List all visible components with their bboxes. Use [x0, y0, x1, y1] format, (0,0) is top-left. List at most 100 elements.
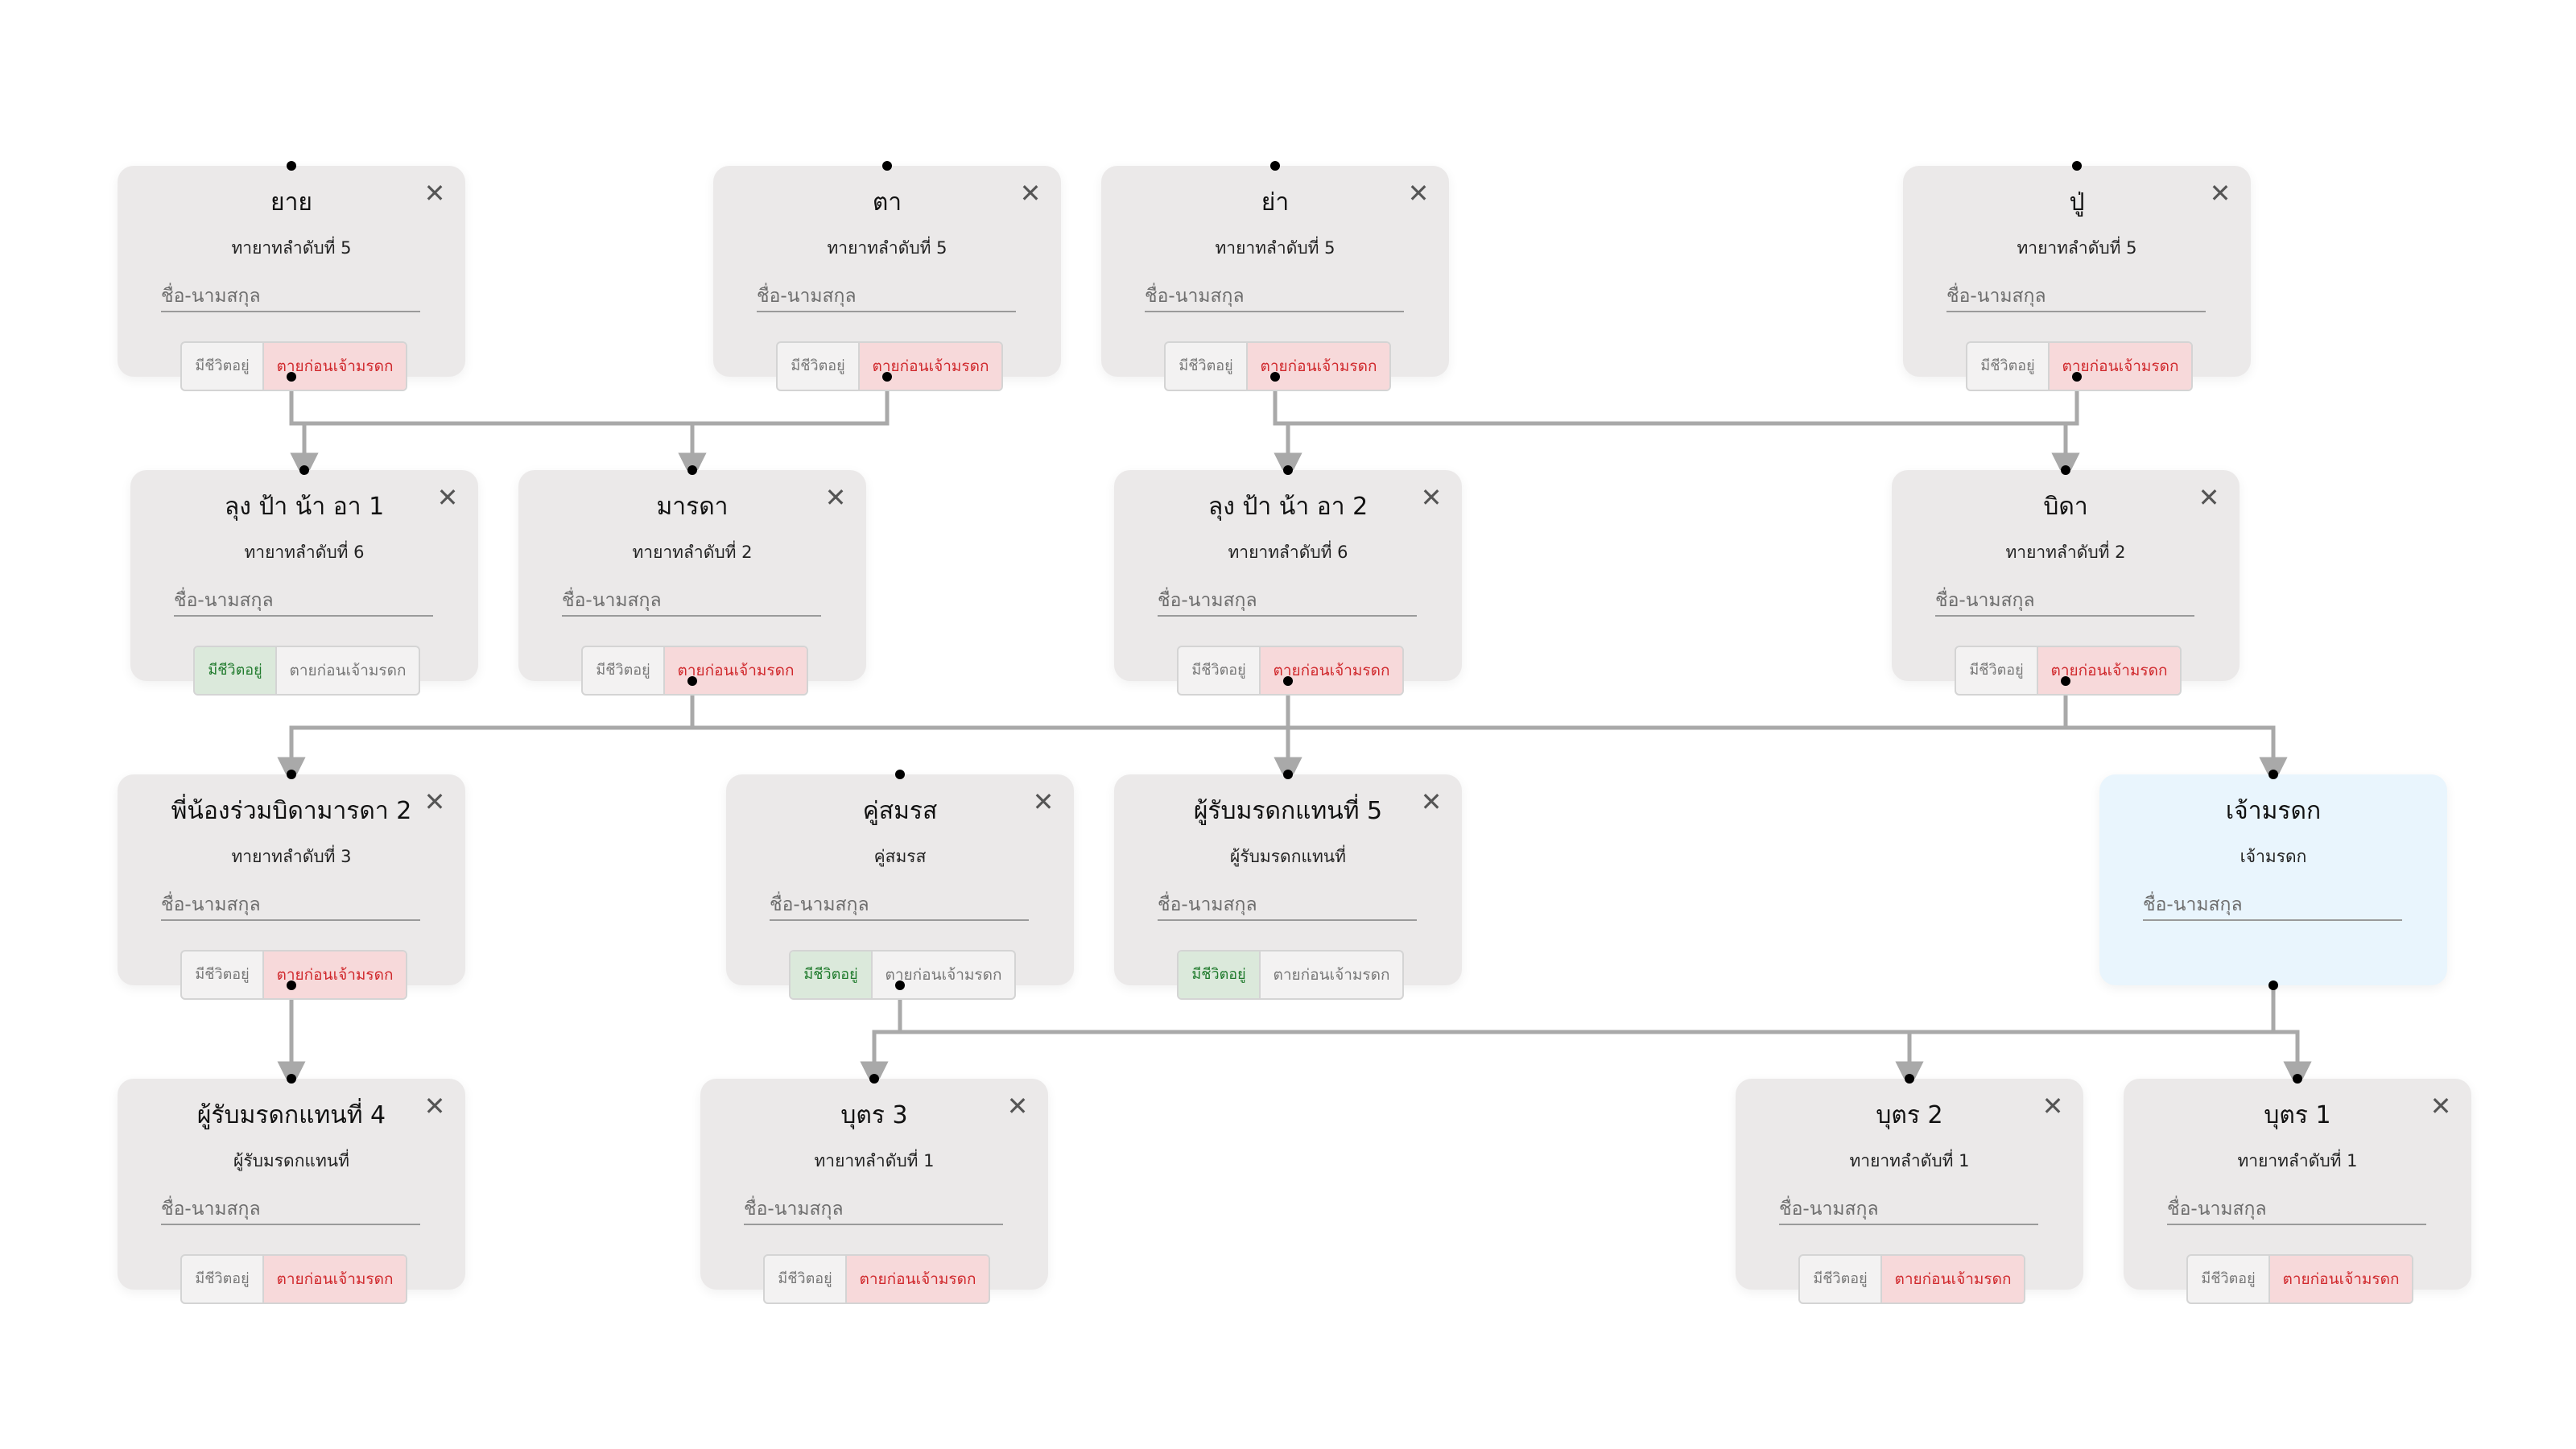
connector-dot[interactable]	[2072, 372, 2082, 382]
alive-option[interactable]: มีชีวิตอยู่	[1179, 952, 1261, 998]
connector-dot[interactable]	[882, 161, 892, 171]
name-input[interactable]	[770, 890, 1029, 921]
name-input[interactable]	[174, 586, 433, 617]
connector-dot[interactable]	[1905, 1074, 1914, 1084]
dead-before-owner-option[interactable]: ตายก่อนเจ้ามรดก	[264, 1256, 406, 1302]
connector-dot[interactable]	[287, 1074, 296, 1084]
close-icon[interactable]: ✕	[2429, 1091, 2452, 1121]
dead-before-owner-option[interactable]: ตายก่อนเจ้ามรดก	[2050, 343, 2191, 390]
name-input[interactable]	[161, 1195, 420, 1225]
close-icon[interactable]: ✕	[423, 786, 446, 817]
dead-before-owner-option[interactable]: ตายก่อนเจ้ามรดก	[665, 647, 807, 694]
dead-before-owner-option[interactable]: ตายก่อนเจ้ามรดก	[264, 343, 406, 390]
connector-dot[interactable]	[287, 770, 296, 779]
alive-option[interactable]: มีชีวิตอยู่	[778, 343, 860, 390]
name-input[interactable]	[2143, 890, 2402, 921]
name-input[interactable]	[1779, 1195, 2038, 1225]
close-icon[interactable]: ✕	[423, 178, 446, 208]
dead-before-owner-option[interactable]: ตายก่อนเจ้ามรดก	[1882, 1256, 2024, 1302]
dead-before-owner-option[interactable]: ตายก่อนเจ้ามรดก	[1273, 966, 1390, 984]
dead-before-owner-option[interactable]: ตายก่อนเจ้ามรดก	[860, 343, 1001, 390]
name-input[interactable]	[1158, 586, 1417, 617]
name-input[interactable]	[1935, 586, 2194, 617]
alive-option[interactable]: มีชีวิตอยู่	[182, 343, 264, 390]
close-icon[interactable]: ✕	[1420, 482, 1443, 513]
dead-before-owner-option[interactable]: ตายก่อนเจ้ามรดก	[1248, 343, 1389, 390]
connector-dot[interactable]	[1283, 676, 1293, 686]
alive-option[interactable]: มีชีวิตอยู่	[2188, 1256, 2270, 1302]
node-representative-4[interactable]: ผู้รับมรดกแทนที่ 4ผู้รับมรดกแทนที่✕มีชีว…	[118, 1079, 465, 1304]
dead-before-owner-option[interactable]: ตายก่อนเจ้ามรดก	[289, 662, 407, 679]
alive-option[interactable]: มีชีวิตอยู่	[1800, 1256, 1882, 1302]
alive-option[interactable]: มีชีวิตอยู่	[182, 1256, 264, 1302]
connector-dot[interactable]	[287, 980, 296, 990]
alive-option[interactable]: มีชีวิตอยู่	[583, 647, 665, 694]
alive-option[interactable]: มีชีวิตอยู่	[195, 647, 277, 694]
connector-dot[interactable]	[895, 980, 905, 990]
close-icon[interactable]: ✕	[1420, 786, 1443, 817]
close-icon[interactable]: ✕	[1407, 178, 1430, 208]
name-input[interactable]	[161, 282, 420, 312]
name-input[interactable]	[161, 890, 420, 921]
close-icon[interactable]: ✕	[2041, 1091, 2064, 1121]
connector-dot[interactable]	[1283, 465, 1293, 475]
connector-dot[interactable]	[895, 770, 905, 779]
name-input[interactable]	[757, 282, 1016, 312]
connector-dot[interactable]	[869, 1074, 879, 1084]
name-input[interactable]	[562, 586, 821, 617]
close-icon[interactable]: ✕	[2209, 178, 2231, 208]
connector-dot[interactable]	[287, 161, 296, 171]
close-icon[interactable]: ✕	[423, 1091, 446, 1121]
close-icon[interactable]: ✕	[1006, 1091, 1029, 1121]
name-input[interactable]	[1145, 282, 1404, 312]
name-input[interactable]	[744, 1195, 1003, 1225]
connector-dot[interactable]	[882, 372, 892, 382]
connector-dot[interactable]	[2061, 465, 2070, 475]
node-spouse[interactable]: คู่สมรสคู่สมรส✕มีชีวิตอยู่ตายก่อนเจ้ามรด…	[726, 774, 1074, 1000]
node-representative-5[interactable]: ผู้รับมรดกแทนที่ 5ผู้รับมรดกแทนที่✕มีชีว…	[1114, 774, 1462, 1000]
dead-before-owner-option[interactable]: ตายก่อนเจ้ามรดก	[2270, 1256, 2412, 1302]
dead-before-owner-option[interactable]: ตายก่อนเจ้ามรดก	[847, 1256, 989, 1302]
name-input[interactable]	[2167, 1195, 2426, 1225]
connector-dot[interactable]	[2293, 1074, 2302, 1084]
connector-dot[interactable]	[2061, 676, 2070, 686]
connector-dot[interactable]	[2268, 770, 2278, 779]
dead-before-owner-option[interactable]: ตายก่อนเจ้ามรดก	[2038, 647, 2180, 694]
connector-dot[interactable]	[1283, 770, 1293, 779]
connector-dot[interactable]	[1270, 161, 1280, 171]
alive-option[interactable]: มีชีวิตอยู่	[791, 952, 873, 998]
close-icon[interactable]: ✕	[1019, 178, 1042, 208]
connector-dot[interactable]	[1270, 372, 1280, 382]
connector-dot[interactable]	[687, 676, 697, 686]
connector-dot[interactable]	[299, 465, 309, 475]
alive-option[interactable]: มีชีวิตอยู่	[765, 1256, 847, 1302]
alive-option[interactable]: มีชีวิตอยู่	[1179, 647, 1261, 694]
dead-before-owner-option[interactable]: ตายก่อนเจ้ามรดก	[885, 966, 1002, 984]
dead-before-owner-option[interactable]: ตายก่อนเจ้ามรดก	[264, 952, 406, 998]
close-icon[interactable]: ✕	[1032, 786, 1055, 817]
alive-option[interactable]: มีชีวิตอยู่	[1956, 647, 2038, 694]
alive-option[interactable]: มีชีวิตอยู่	[182, 952, 264, 998]
close-icon[interactable]: ✕	[824, 482, 847, 513]
close-icon[interactable]: ✕	[436, 482, 459, 513]
alive-option[interactable]: มีชีวิตอยู่	[1967, 343, 2050, 390]
node-grandfather-paternal[interactable]: ปู่ทายาทลำดับที่ 5✕มีชีวิตอยู่ตายก่อนเจ้…	[1903, 166, 2251, 391]
dead-before-owner-option[interactable]: ตายก่อนเจ้ามรดก	[1261, 647, 1402, 694]
alive-option[interactable]: มีชีวิตอยู่	[1166, 343, 1248, 390]
node-owner[interactable]: เจ้ามรดกเจ้ามรดก	[2099, 774, 2447, 985]
close-icon[interactable]: ✕	[2198, 482, 2220, 513]
name-input[interactable]	[1158, 890, 1417, 921]
connector-dot[interactable]	[687, 465, 697, 475]
connector-dot[interactable]	[2072, 161, 2082, 171]
